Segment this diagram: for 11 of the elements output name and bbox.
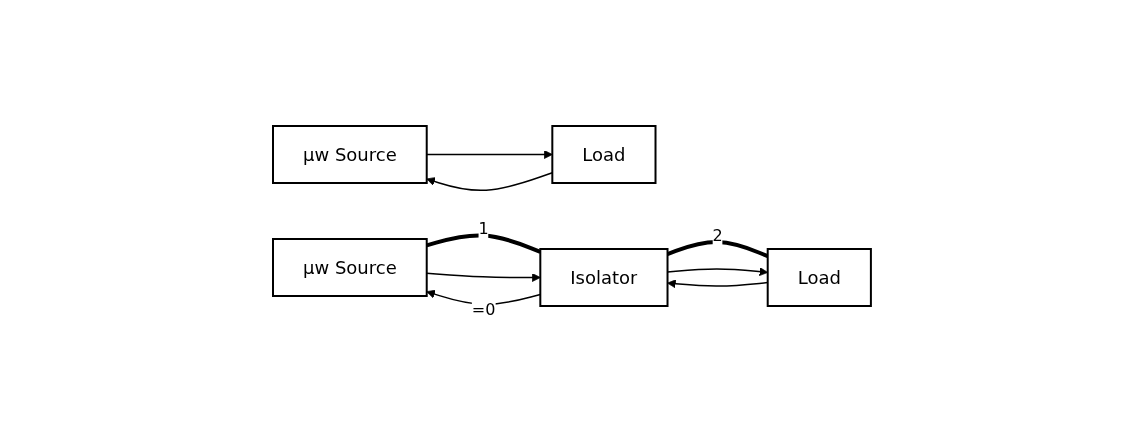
node-box: Isolator bbox=[539, 248, 669, 308]
node-box: Load bbox=[766, 248, 872, 308]
arrow bbox=[426, 150, 553, 160]
connector bbox=[426, 233, 542, 254]
edge-label: =0 bbox=[471, 299, 496, 319]
node-box: μw Source bbox=[272, 238, 428, 298]
edge-label: 2 bbox=[712, 225, 723, 245]
node-box: Load bbox=[551, 125, 657, 185]
edge-label: 1 bbox=[478, 219, 489, 239]
arrow bbox=[426, 272, 541, 283]
node-box: μw Source bbox=[272, 125, 428, 185]
